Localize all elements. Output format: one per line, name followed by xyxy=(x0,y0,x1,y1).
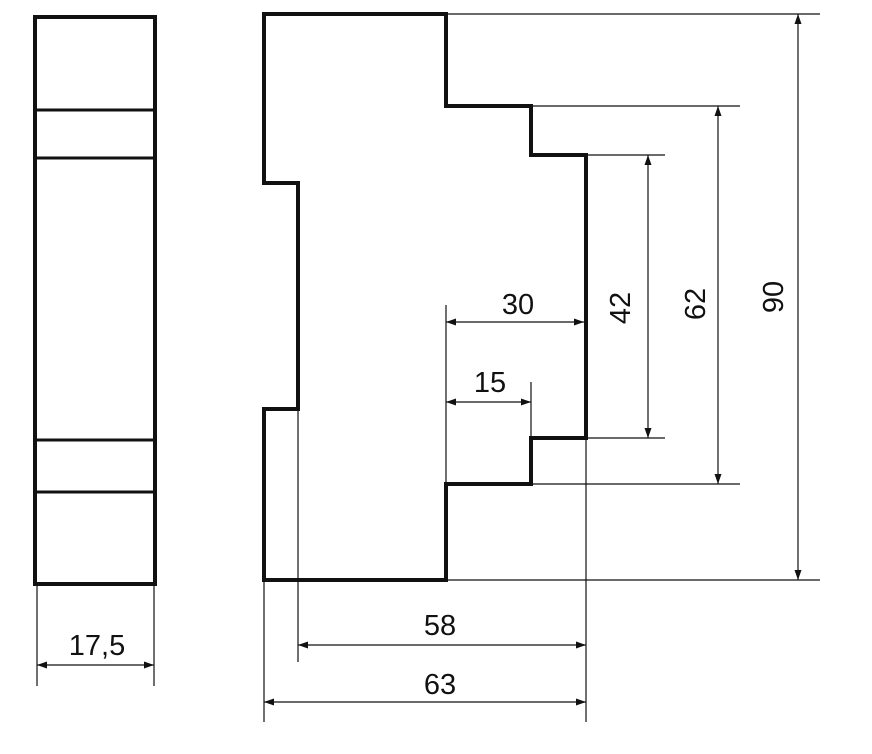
dimension-label-62: 62 xyxy=(680,288,712,320)
side-view: 42 62 90 30 15 58 63 xyxy=(262,12,820,722)
front-view-outline xyxy=(33,15,157,586)
dimension-label-width: 17,5 xyxy=(69,630,125,662)
dimension-label-63: 63 xyxy=(424,669,456,701)
dimension-label-15: 15 xyxy=(474,367,506,399)
dimension-label-58: 58 xyxy=(424,610,456,642)
dimension-label-42: 42 xyxy=(605,292,637,324)
side-view-outline xyxy=(262,12,588,582)
dimension-label-30: 30 xyxy=(502,289,534,321)
front-view: 17,5 xyxy=(33,15,157,686)
dimension-label-90: 90 xyxy=(758,281,790,313)
